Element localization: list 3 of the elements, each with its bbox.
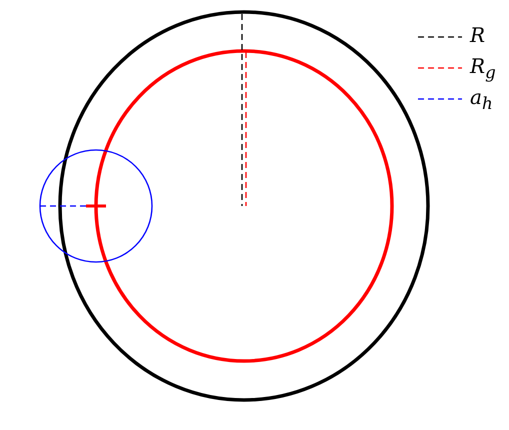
legend-label: R bbox=[470, 24, 486, 46]
legend-label: R$_{g}$ bbox=[470, 55, 496, 84]
legend-label: a$_{h}$ bbox=[470, 86, 493, 115]
